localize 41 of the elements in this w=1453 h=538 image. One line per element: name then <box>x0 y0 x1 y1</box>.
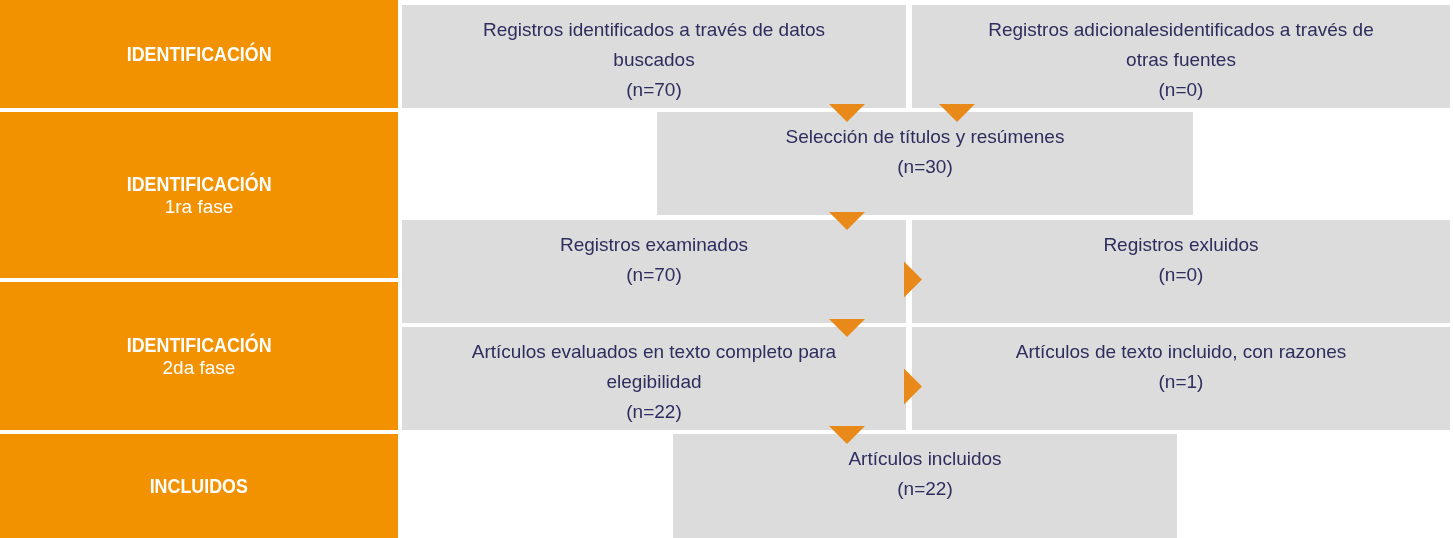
process-box <box>657 112 1193 215</box>
count-text: (n=22) <box>897 477 953 501</box>
process-box <box>912 5 1450 108</box>
process-box <box>912 327 1450 430</box>
stage-title: IDENTIFICACIÓN <box>126 172 272 196</box>
step-text: Artículos evaluados en texto completo para elegibilidad <box>470 340 838 394</box>
arrow <box>829 104 865 122</box>
arrow <box>904 261 922 298</box>
arrow <box>904 368 922 405</box>
step-text: Registros identificados a través de datos buscados <box>481 18 827 72</box>
stage-title: IDENTIFICACIÓN <box>126 333 272 357</box>
process-box <box>402 5 906 108</box>
count-text: (n=22) <box>626 400 682 424</box>
arrow <box>829 212 865 230</box>
stage-subtitle: 2da fase <box>162 357 236 379</box>
step-text: Registros examinados <box>560 233 748 257</box>
stage-label-box <box>0 434 398 538</box>
count-text: (n=30) <box>897 155 953 179</box>
count-text: (n=0) <box>1158 78 1204 102</box>
count-text: (n=0) <box>1158 263 1204 287</box>
arrow <box>829 426 865 444</box>
step-text: Registros exluidos <box>1103 233 1259 257</box>
process-box <box>402 220 906 323</box>
stage-title: INCLUIDOS <box>149 474 249 498</box>
stage-subtitle: 1ra fase <box>164 196 234 218</box>
stage-title: IDENTIFICACIÓN <box>126 42 272 66</box>
step-text: Registros adicionalesidentificados a través de otras fuentes <box>987 18 1375 72</box>
count-text: (n=70) <box>626 263 682 287</box>
stage-label-box <box>0 112 398 278</box>
arrow <box>939 104 975 122</box>
arrow <box>829 319 865 337</box>
stage-label-box <box>0 282 398 430</box>
count-text: (n=1) <box>1158 370 1204 394</box>
process-box <box>912 220 1450 323</box>
step-text: Selección de títulos y resúmenes <box>785 125 1065 149</box>
process-box <box>402 327 906 430</box>
step-text: Artículos de texto incluido, con razones <box>1015 340 1347 364</box>
step-text: Artículos incluidos <box>848 447 1002 471</box>
stage-label-box <box>0 0 398 108</box>
process-box <box>673 434 1177 538</box>
count-text: (n=70) <box>626 78 682 102</box>
